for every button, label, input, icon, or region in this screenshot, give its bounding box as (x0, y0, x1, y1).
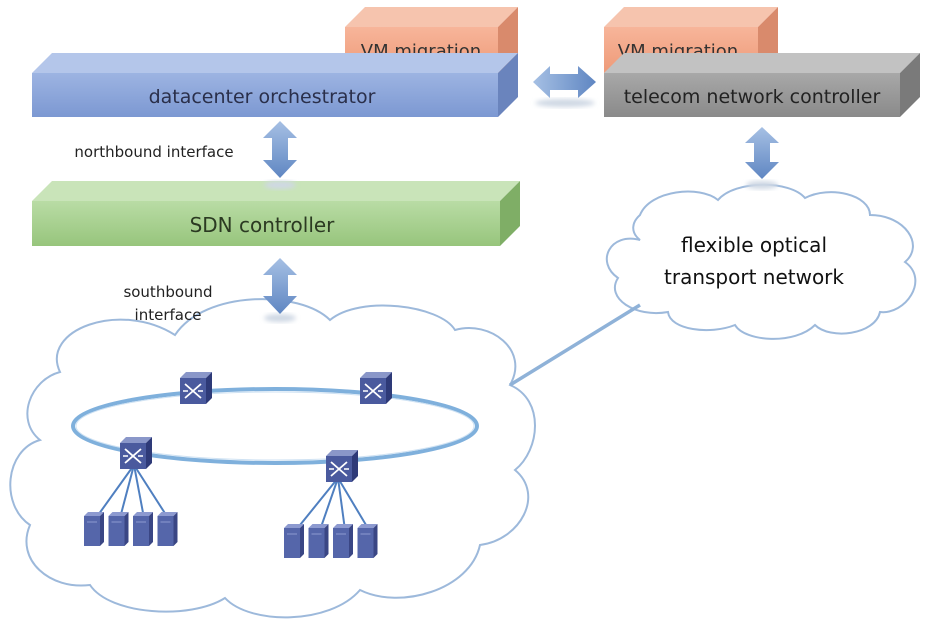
server-icon (357, 524, 378, 558)
southbound-arrow (263, 258, 297, 322)
network-switch-icon (326, 450, 358, 482)
network-switch-icon (120, 437, 152, 469)
network-switch-icon (360, 372, 392, 404)
southbound-interface-label-line1: southbound (123, 283, 212, 301)
southbound-interface-label-line2: interface (135, 306, 202, 324)
orchestrator-label: datacenter orchestrator (149, 86, 376, 108)
server-icon (108, 512, 129, 546)
northbound-arrow (263, 121, 297, 189)
telecom-optical-arrow (745, 127, 779, 189)
datacenter-ring (71, 387, 479, 465)
sdn-controller-block: SDN controller (32, 181, 520, 246)
server-icon (284, 524, 304, 558)
server-icon (157, 512, 178, 546)
server-icon (333, 524, 353, 558)
server-icon (308, 524, 329, 558)
server-links-left (95, 464, 169, 519)
server-links-right (295, 477, 370, 531)
sdn-controller-label: SDN controller (190, 213, 336, 237)
optical-link-line (509, 303, 641, 387)
optical-label-line1: flexible optical (681, 233, 827, 257)
datacenter-orchestrator-block: VM migration datacenter orchestrator (32, 7, 518, 117)
telecom-controller-block: VM migration telecom network controller (604, 7, 920, 117)
network-switch-icon (180, 372, 212, 404)
orchestrator-telecom-arrow (533, 66, 596, 107)
telecom-controller-label: telecom network controller (624, 86, 881, 108)
datacenter-cloud (9, 298, 536, 619)
northbound-interface-label: northbound interface (74, 143, 233, 161)
optical-label-line2: transport network (664, 265, 844, 289)
optical-transport-cloud: flexible optical transport network (605, 183, 917, 340)
server-icon (84, 512, 104, 546)
server-icon (133, 512, 153, 546)
